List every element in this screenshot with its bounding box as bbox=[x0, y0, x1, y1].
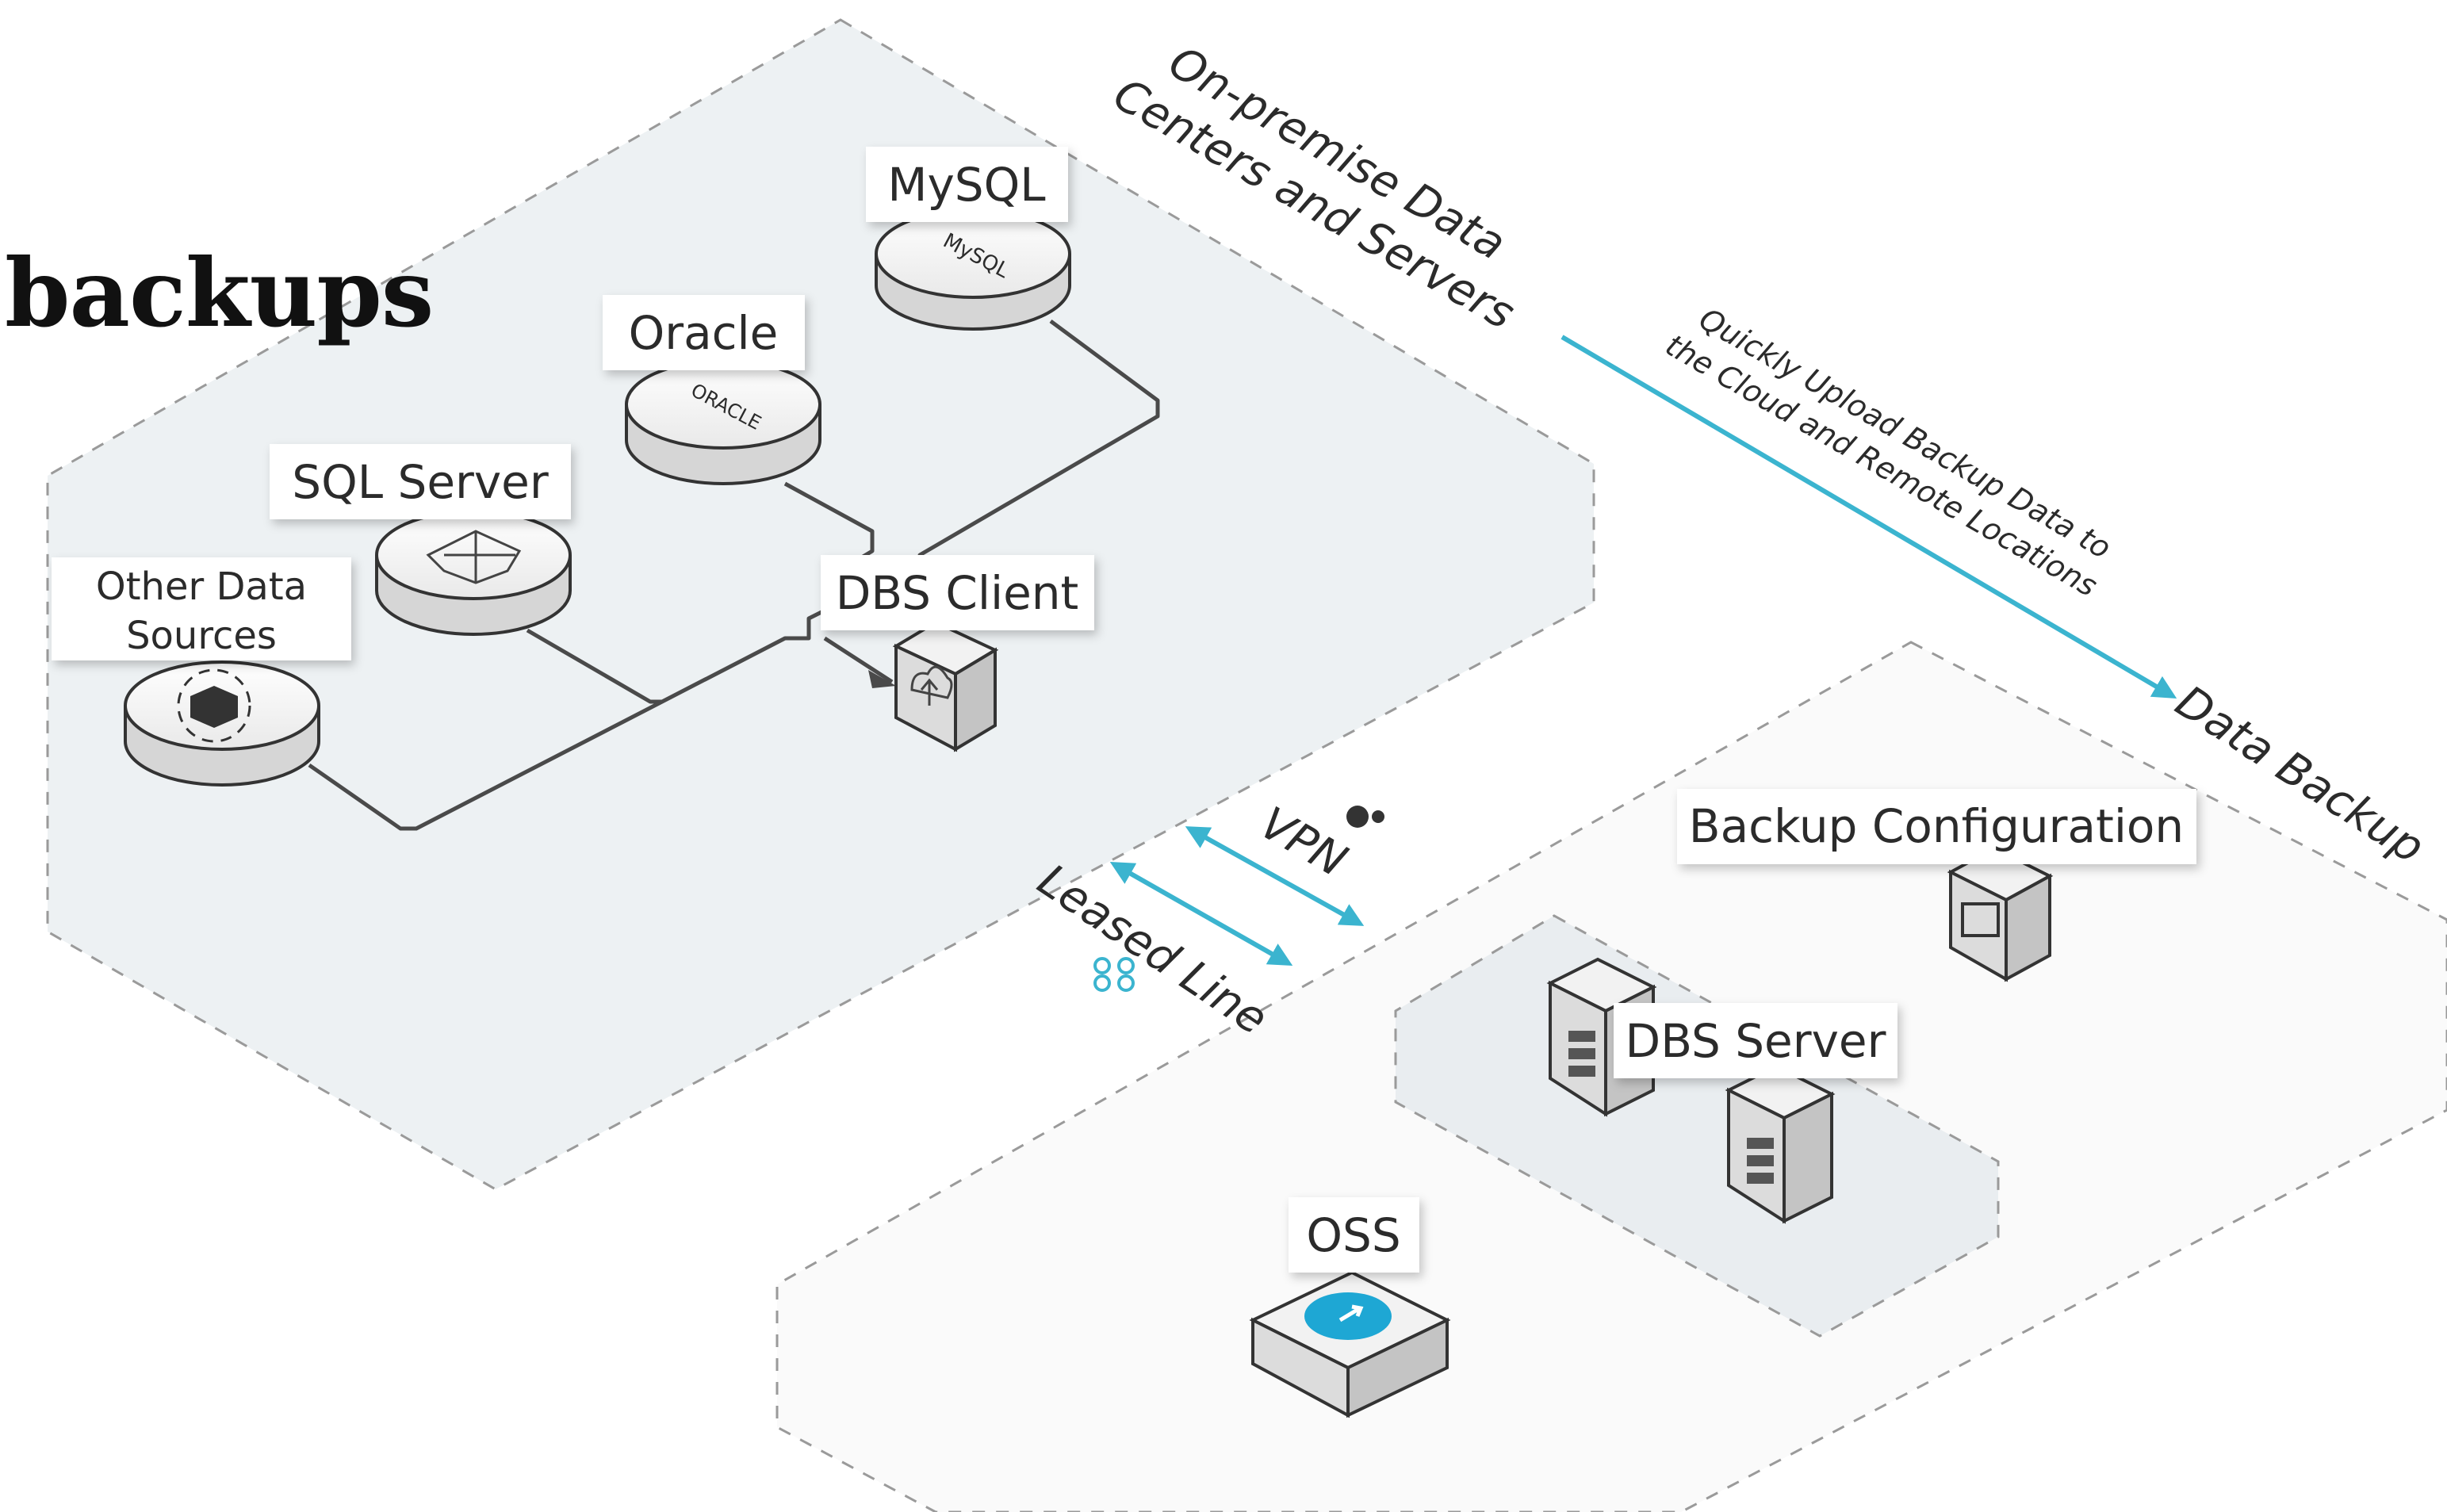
mysql-label: MySQL bbox=[887, 158, 1045, 212]
cube-icon bbox=[177, 668, 251, 743]
backup-configuration-label-box: Backup Configuration bbox=[1677, 789, 2196, 864]
upload-caption-2: the Cloud and Remote Locations bbox=[1660, 327, 2103, 603]
dbs-server-unit-2 bbox=[1725, 1064, 1836, 1224]
oss-storage-device bbox=[1249, 1270, 1451, 1418]
page-title: backups bbox=[5, 238, 434, 348]
oss-label-box: OSS bbox=[1289, 1197, 1419, 1273]
upload-caption: Quickly Upload Backup Data to the Cloud … bbox=[1660, 301, 2117, 604]
client-arrowhead bbox=[868, 670, 896, 688]
cloud-upload-icon bbox=[910, 665, 953, 706]
dbs-server-zone bbox=[1394, 914, 2000, 1338]
dbs-client-label-box: DBS Client bbox=[821, 555, 1094, 630]
wire-other bbox=[308, 608, 826, 831]
sqlserver-label-box: SQL Server bbox=[270, 444, 571, 519]
upload-caption-1: Quickly Upload Backup Data to bbox=[1694, 301, 2117, 566]
wire-client bbox=[823, 636, 894, 684]
backup-configuration-device bbox=[1947, 846, 2054, 982]
leased-line-arrow bbox=[1109, 862, 1293, 966]
dbs-client-label: DBS Client bbox=[836, 566, 1079, 620]
other-sources-label-1: Other Data bbox=[96, 565, 307, 609]
oracle-database: ORACLE bbox=[625, 359, 821, 485]
monitor-gear-icon bbox=[1961, 902, 2000, 937]
backup-configuration-label: Backup Configuration bbox=[1689, 799, 2184, 853]
leased-line-icon bbox=[1093, 957, 1135, 992]
leased-line-label: Leased Line bbox=[1028, 855, 1277, 1045]
oracle-label: Oracle bbox=[629, 306, 779, 360]
other-sources-label-box: Other Data Sources bbox=[52, 557, 351, 660]
upload-arrow bbox=[1560, 335, 2177, 699]
dbs-server-label: DBS Server bbox=[1626, 1014, 1886, 1068]
other-sources-database bbox=[124, 660, 320, 787]
other-sources-label-2: Sources bbox=[126, 614, 277, 658]
mysql-label-box: MySQL bbox=[866, 147, 1068, 222]
mysql-database: MySQL bbox=[875, 209, 1071, 331]
oracle-label-box: Oracle bbox=[603, 295, 805, 370]
sqlserver-database bbox=[375, 510, 572, 636]
oss-label: OSS bbox=[1306, 1208, 1400, 1262]
sqlserver-label: SQL Server bbox=[292, 455, 549, 509]
sqlserver-logo-icon bbox=[426, 530, 522, 584]
dbs-server-label-box: DBS Server bbox=[1614, 1003, 1897, 1078]
dbs-client-device bbox=[892, 620, 999, 752]
vpn-icon bbox=[1346, 806, 1384, 828]
